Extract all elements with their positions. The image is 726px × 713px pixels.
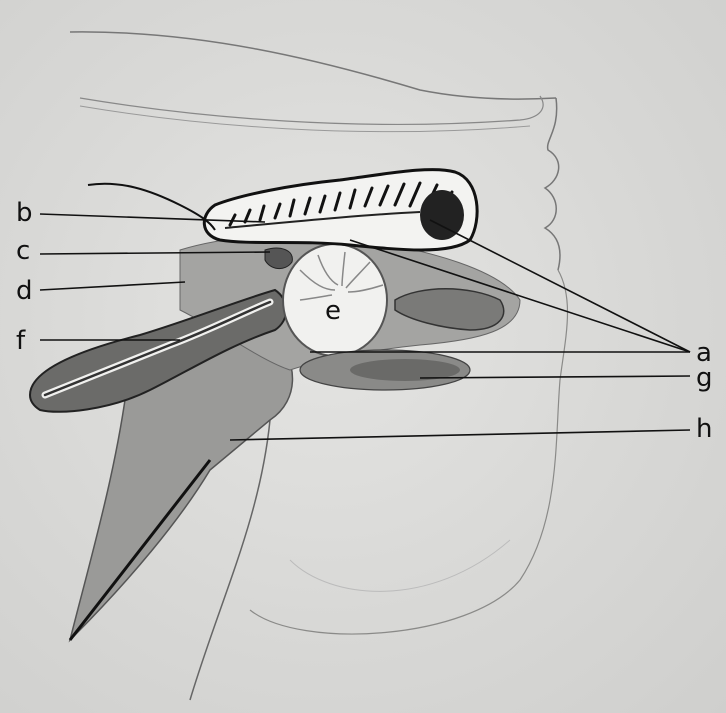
label-d: d [16,278,33,304]
label-h: h [696,416,712,442]
spine-inner-outline [80,106,530,132]
leader-h [230,430,690,440]
label-g: g [696,365,713,391]
label-c: c [16,238,30,264]
upper-organ-dark-end [420,190,464,240]
structure-c [265,248,292,268]
upper-organ-tip [88,184,215,230]
vertebrae-outline [545,98,560,270]
label-e: e [325,298,341,324]
label-f: f [16,328,25,354]
faint-inner-curve [290,540,510,591]
leader-d [40,282,185,290]
back-outline [70,32,556,99]
label-b: b [16,200,33,226]
spine-outline [80,96,543,124]
